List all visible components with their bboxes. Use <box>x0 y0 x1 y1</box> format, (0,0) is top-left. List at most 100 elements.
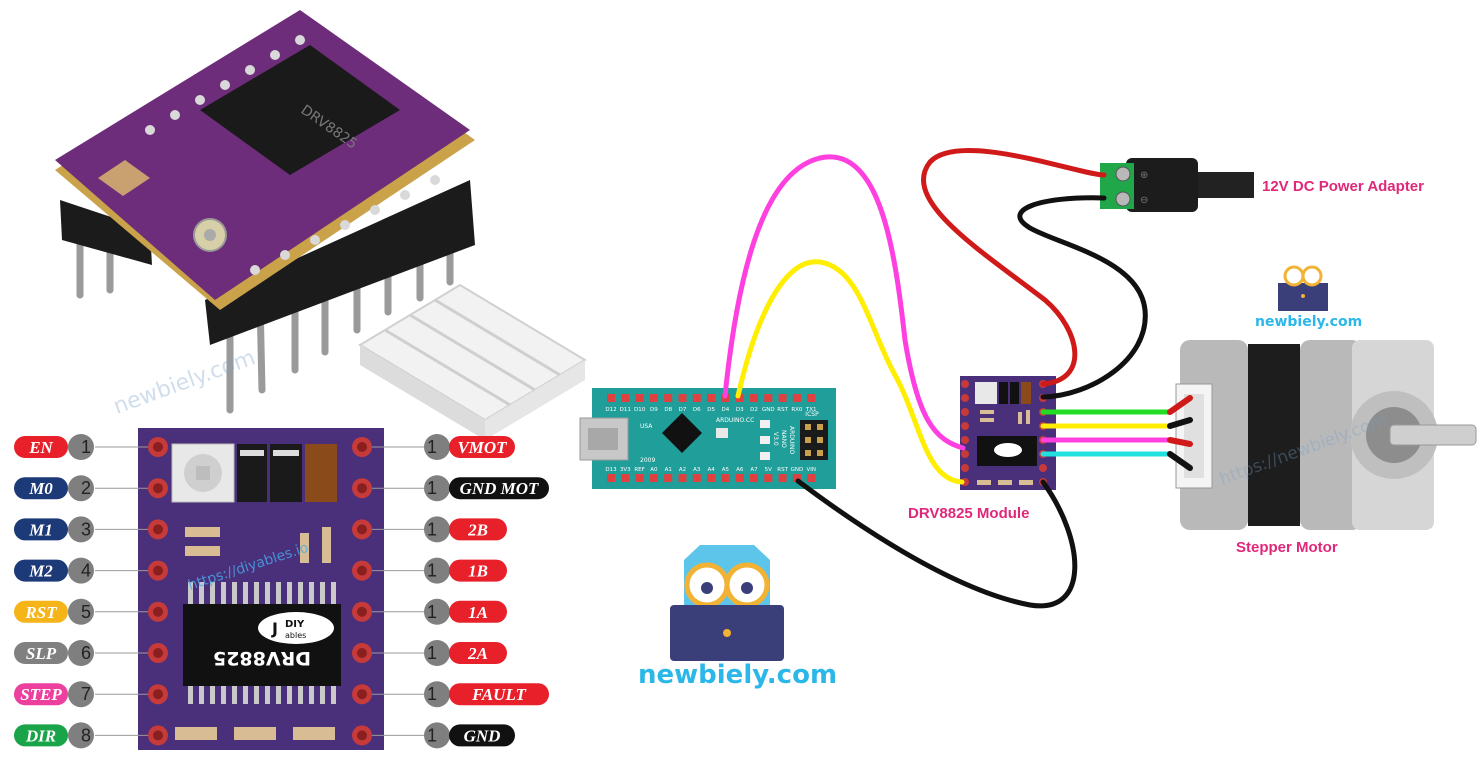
pin-label-pill <box>449 559 507 582</box>
dc-barrel-jack: ⊕ ⊖ <box>1100 158 1254 212</box>
brand-large: newbiely.com <box>638 660 838 690</box>
nano-bottom-pin-label: A0 <box>650 467 658 473</box>
nano-name-line-3: V3.0 <box>772 432 779 446</box>
pin-label-pill <box>449 600 507 623</box>
pin-label: M1 <box>28 520 53 539</box>
nano-bottom-pin-label: REF <box>634 467 644 473</box>
nano-bottom-pin-label: 5V <box>765 467 772 473</box>
pin-label: STEP <box>20 685 62 704</box>
nano-bottom-pin-label: 3V3 <box>620 467 631 473</box>
arduino-pin-labels: D12D13D113V3D10REFD9A0D8A1D7A2D6A3D5A4D4… <box>605 407 816 473</box>
pin-number: 1 <box>427 602 437 622</box>
pin-number: 7 <box>81 684 91 704</box>
svg-text:⊕: ⊕ <box>1140 170 1148 181</box>
pin-number: 1 <box>427 561 437 581</box>
nano-top-pin-label: D5 <box>707 407 715 413</box>
pin-number-circle <box>68 516 94 543</box>
nano-bottom-pin-label: A6 <box>736 467 744 473</box>
pin-label: RST <box>24 603 57 622</box>
pin-label-pill <box>449 436 515 458</box>
pin-number: 1 <box>427 684 437 704</box>
chip-logo: J DIY ables <box>258 612 334 644</box>
pin-number-circle <box>68 475 94 502</box>
stepper-motor <box>1175 340 1477 530</box>
pin-number-circle <box>68 434 94 460</box>
pin-label: 2A <box>467 644 488 663</box>
pin-number-circle <box>424 434 450 460</box>
owl-logo-small <box>1278 265 1328 311</box>
pin-label-pill <box>449 683 549 706</box>
nano-bottom-pin-label: A2 <box>679 467 686 473</box>
pin-label-pill <box>14 477 68 500</box>
nano-year-label: 2009 <box>640 457 655 464</box>
nano-top-pin-label: D12 <box>605 407 616 413</box>
owl-logo-large <box>670 545 784 661</box>
nano-bottom-pin-label: RST <box>777 467 788 473</box>
pin-number: 2 <box>81 478 91 498</box>
pin-label: GND MOT <box>460 479 539 498</box>
pin-number: 1 <box>427 478 437 498</box>
pin-number-circle <box>424 516 450 543</box>
nano-top-pin-label: GND <box>762 407 775 413</box>
pin-label-pill <box>14 683 68 706</box>
nano-top-pin-label: D7 <box>679 407 687 413</box>
pin-number: 1 <box>427 437 437 457</box>
pin-label-pill <box>14 600 68 623</box>
nano-top-pin-label: D4 <box>722 407 730 413</box>
wire-gnd-mot-black <box>1017 195 1148 400</box>
right-pin-row: 1 GND MOT <box>372 475 549 502</box>
pin-number: 5 <box>81 602 91 622</box>
pin-label: 1B <box>468 562 488 581</box>
logo-ables: ables <box>285 631 306 640</box>
pin-label-pill <box>14 518 68 541</box>
wires <box>722 148 1193 609</box>
brand-small: newbiely.com <box>1255 314 1363 330</box>
nano-name: ARDUINO NANO V3.0 <box>772 426 795 455</box>
nano-top-pin-label: D3 <box>736 407 744 413</box>
nano-top-pin-label: RST <box>777 407 788 413</box>
left-pin-row: M0 2 <box>14 475 148 502</box>
pin-label: M0 <box>28 479 53 498</box>
pin-label-pill <box>14 559 68 582</box>
pin-label: 1A <box>468 603 488 622</box>
nano-top-pin-label: D8 <box>664 407 672 413</box>
pin-number: 3 <box>81 519 91 539</box>
right-pin-row: 1 1A <box>372 598 507 625</box>
chip-label: DRV8825 <box>213 647 311 669</box>
pin-label-pill <box>14 436 68 458</box>
pin-label: M2 <box>28 562 53 581</box>
svg-text:⊖: ⊖ <box>1140 195 1148 206</box>
pin-number-circle <box>424 598 450 625</box>
pin-number: 1 <box>427 725 437 745</box>
pin-number-circle <box>424 681 450 708</box>
nano-name-line-2: NANO <box>780 430 787 448</box>
module-label: DRV8825 Module <box>908 505 1030 522</box>
pin-label: GND <box>464 726 501 745</box>
right-pin-row: 1 1B <box>372 557 507 584</box>
nano-bottom-pin-label: A7 <box>750 467 758 473</box>
pin-label-pill <box>449 642 507 664</box>
pin-number-circle <box>68 681 94 708</box>
pin-number: 1 <box>81 437 91 457</box>
nano-top-pin-label: RX0 <box>791 407 803 413</box>
nano-bottom-pin-label: D13 <box>605 467 617 473</box>
pin-number-circle <box>68 557 94 584</box>
pin-label-pill <box>14 724 68 747</box>
left-pin-row: M1 3 <box>14 516 148 543</box>
nano-top-pin-label: D2 <box>750 407 758 413</box>
wire-step-pink <box>722 154 966 451</box>
right-pin-row: 1 FAULT <box>372 681 549 708</box>
pin-label-pill <box>449 724 515 747</box>
nano-bottom-pin-label: A4 <box>707 467 715 473</box>
pin-label-pill <box>14 642 68 664</box>
logo-diy: DIY <box>285 619 305 630</box>
pin-label: FAULT <box>471 685 526 704</box>
pin-label: 2B <box>467 520 488 539</box>
pin-number: 8 <box>81 725 91 745</box>
nano-top-pin-label: D10 <box>634 407 646 413</box>
